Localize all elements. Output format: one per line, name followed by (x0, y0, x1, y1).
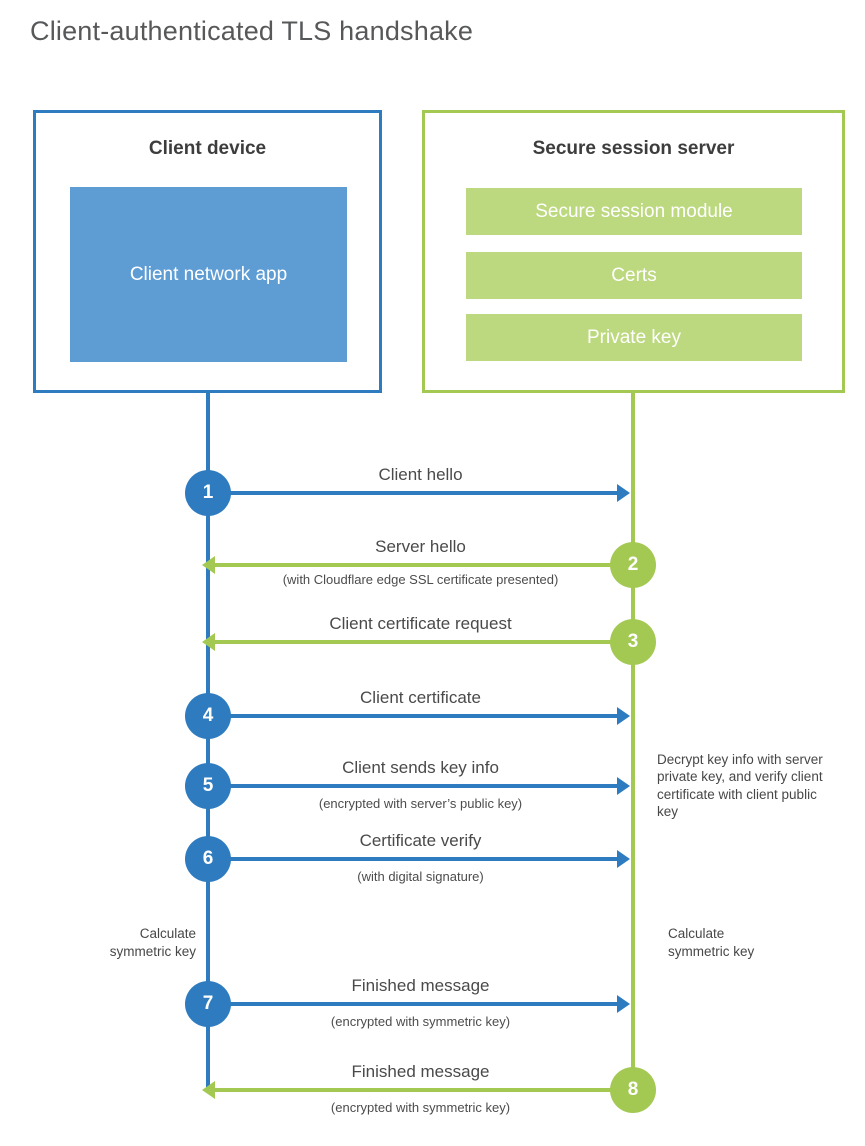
step-circle-5: 5 (185, 763, 231, 809)
step-circle-2: 2 (610, 542, 656, 588)
arrow-client-certificate-request (202, 633, 633, 651)
client-device-title: Client device (148, 138, 267, 159)
step-circle-1: 1 (185, 470, 231, 516)
arrow-label-3: Client certificate request (329, 614, 512, 633)
arrow-finished-message-client (208, 995, 630, 1013)
secure-session-server-box: Secure session server Secure session mod… (422, 110, 845, 393)
page-title: Client-authenticated TLS handshake (30, 16, 474, 46)
arrow-label-8: Finished message (351, 1062, 490, 1081)
arrow-label-1: Client hello (378, 465, 463, 484)
step-circle-7: 7 (185, 981, 231, 1027)
arrow-certificate-verify (208, 850, 630, 868)
arrow-subtitle-5: (encrypted with server’s public key) (318, 796, 523, 811)
arrow-label-5: Client sends key info (342, 758, 499, 777)
arrow-server-hello (202, 556, 633, 574)
step-circle-8: 8 (610, 1067, 656, 1113)
arrow-label-4: Client certificate (360, 688, 481, 707)
server-lifeline (631, 393, 635, 1090)
step-circle-3: 3 (610, 619, 656, 665)
arrow-finished-message-server (202, 1081, 633, 1099)
arrow-label-2: Server hello (375, 537, 466, 556)
calculate-symmetric-key-server-note: Calculate symmetric key (668, 926, 755, 959)
calculate-symmetric-key-client-note: Calculate symmetric key (109, 926, 196, 959)
arrow-client-sends-key-info (208, 777, 630, 795)
decrypt-key-info-note: Decrypt key info with server private key… (657, 752, 823, 819)
client-device-box: Client device Client network app (33, 110, 382, 393)
arrow-subtitle-8: (encrypted with symmetric key) (330, 1100, 511, 1115)
client-network-app-label: Client network app (129, 263, 288, 285)
client-lifeline (206, 393, 210, 1092)
arrow-client-hello (208, 484, 630, 502)
certs-bar: Certs (466, 252, 802, 299)
arrow-subtitle-6: (with digital signature) (357, 869, 484, 884)
secure-session-server-title: Secure session server (532, 138, 735, 159)
arrow-client-certificate (208, 707, 630, 725)
arrow-label-7: Finished message (351, 976, 490, 995)
arrow-subtitle-2: (with Cloudflare edge SSL certificate pr… (282, 572, 559, 587)
step-circle-6: 6 (185, 836, 231, 882)
secure-session-module-bar: Secure session module (466, 188, 802, 235)
step-circle-4: 4 (185, 693, 231, 739)
private-key-bar: Private key (466, 314, 802, 361)
arrow-label-6: Certificate verify (359, 831, 482, 850)
client-network-app-box: Client network app (70, 187, 347, 362)
arrow-subtitle-7: (encrypted with symmetric key) (330, 1014, 511, 1029)
